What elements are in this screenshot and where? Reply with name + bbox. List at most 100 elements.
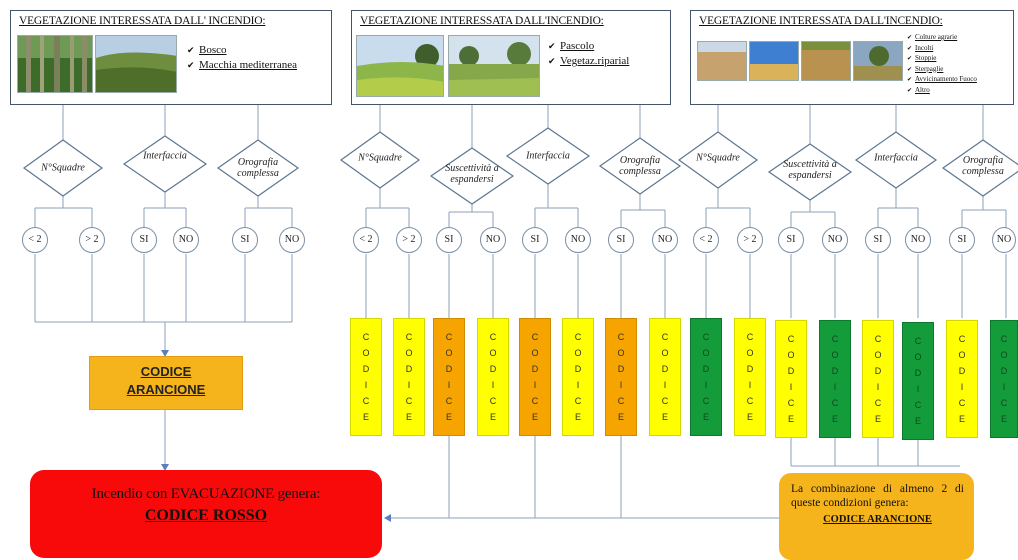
code-letter: C bbox=[874, 398, 882, 408]
code-letter: O bbox=[1000, 350, 1008, 360]
code-letter: I bbox=[364, 380, 368, 390]
option-no: NO bbox=[565, 227, 591, 253]
check-icon: ✔ bbox=[907, 35, 913, 41]
code-letter: C bbox=[831, 334, 839, 344]
code-letter: D bbox=[702, 364, 710, 374]
field-photo-2 bbox=[749, 41, 799, 81]
check-icon: ✔ bbox=[907, 77, 913, 83]
code-letter: E bbox=[746, 412, 753, 422]
code-letter: D bbox=[746, 364, 754, 374]
code-letter: O bbox=[445, 348, 453, 358]
code-letter: C bbox=[1000, 334, 1008, 344]
check-icon: ✔ bbox=[548, 41, 556, 51]
code-letter: E bbox=[574, 412, 581, 422]
code-letter: O bbox=[574, 348, 582, 358]
code-letter: O bbox=[362, 348, 370, 358]
code-letter: O bbox=[958, 350, 966, 360]
code-letter: D bbox=[405, 364, 413, 374]
code-letter: O bbox=[746, 348, 754, 358]
code-letter: C bbox=[362, 396, 370, 406]
code-letter: C bbox=[831, 398, 839, 408]
code-letter: C bbox=[787, 334, 795, 344]
code-letter: D bbox=[914, 368, 922, 378]
list-item: ✔Vegetaz.riparial bbox=[548, 55, 630, 67]
code-letter: C bbox=[445, 396, 453, 406]
field-photo-3 bbox=[801, 41, 851, 81]
code-letter: C bbox=[531, 396, 539, 406]
code-letter: C bbox=[362, 332, 370, 342]
codice-arancione-box: CODICE ARANCIONE bbox=[89, 356, 243, 410]
code-letter: D bbox=[661, 364, 669, 374]
code-letter: C bbox=[617, 396, 625, 406]
code-letter: C bbox=[489, 396, 497, 406]
option-gt2: > 2 bbox=[79, 227, 105, 253]
diamond-shape bbox=[216, 139, 300, 197]
panel-title: VEGETAZIONE INTERESSATA DALL' INCENDIO: bbox=[19, 15, 266, 27]
list-item: ✔Colture agrarie bbox=[907, 33, 977, 44]
code-letter: I bbox=[789, 382, 793, 392]
code-letter: D bbox=[362, 364, 370, 374]
diamond-shape bbox=[677, 131, 759, 189]
code-letter: O bbox=[661, 348, 669, 358]
code-letter: E bbox=[831, 414, 838, 424]
diamond-label-nsquadre: N°Squadre bbox=[696, 152, 740, 164]
option-si: SI bbox=[778, 227, 804, 253]
code-letter: E bbox=[531, 412, 538, 422]
code-letter: D bbox=[958, 366, 966, 376]
code-letter: I bbox=[576, 380, 580, 390]
code-letter: E bbox=[914, 416, 921, 426]
code-letter: D bbox=[1000, 366, 1008, 376]
code-letter: D bbox=[787, 366, 795, 376]
code-letter: C bbox=[405, 396, 413, 406]
code-letter: O bbox=[531, 348, 539, 358]
code-letter: E bbox=[445, 412, 452, 422]
code-letter: E bbox=[958, 414, 965, 424]
code-letter: C bbox=[787, 398, 795, 408]
diamond-shape bbox=[339, 131, 421, 189]
diamond-shape bbox=[429, 147, 515, 205]
code-letter: I bbox=[447, 380, 451, 390]
diamond-label-interfaccia: Interfaccia bbox=[874, 152, 918, 164]
code-letter: D bbox=[617, 364, 625, 374]
code-letter: I bbox=[1002, 382, 1006, 392]
option-no: NO bbox=[279, 227, 305, 253]
option-no: NO bbox=[992, 227, 1016, 253]
code-letter: E bbox=[787, 414, 794, 424]
list-item: ✔Sterpaglie bbox=[907, 65, 977, 76]
option-no: NO bbox=[480, 227, 506, 253]
diamond-shape bbox=[22, 139, 104, 197]
diamond-shape bbox=[854, 131, 938, 189]
code-letter: E bbox=[702, 412, 709, 422]
check-icon: ✔ bbox=[907, 87, 913, 94]
code-letter: I bbox=[533, 380, 537, 390]
option-no: NO bbox=[652, 227, 678, 253]
vegetation-panel-1: VEGETAZIONE INTERESSATA DALL' INCENDIO: … bbox=[10, 10, 332, 105]
code-letter: O bbox=[874, 350, 882, 360]
code-letter: C bbox=[574, 332, 582, 342]
code-letter: C bbox=[914, 400, 922, 410]
code-letter: C bbox=[702, 332, 710, 342]
field-photo-1 bbox=[697, 41, 747, 81]
code-letter: O bbox=[831, 350, 839, 360]
combination-box: La combinazione di almeno 2 di queste co… bbox=[779, 473, 974, 560]
field-photo-4 bbox=[853, 41, 903, 81]
list-item: ✔Avvicinamento Fuoco bbox=[907, 75, 977, 86]
diamond-label-interfaccia: Interfaccia bbox=[143, 150, 187, 162]
option-si: SI bbox=[949, 227, 975, 253]
code-letter: O bbox=[787, 350, 795, 360]
code-letter: C bbox=[489, 332, 497, 342]
option-gt2: > 2 bbox=[396, 227, 422, 253]
code-letter: C bbox=[746, 396, 754, 406]
